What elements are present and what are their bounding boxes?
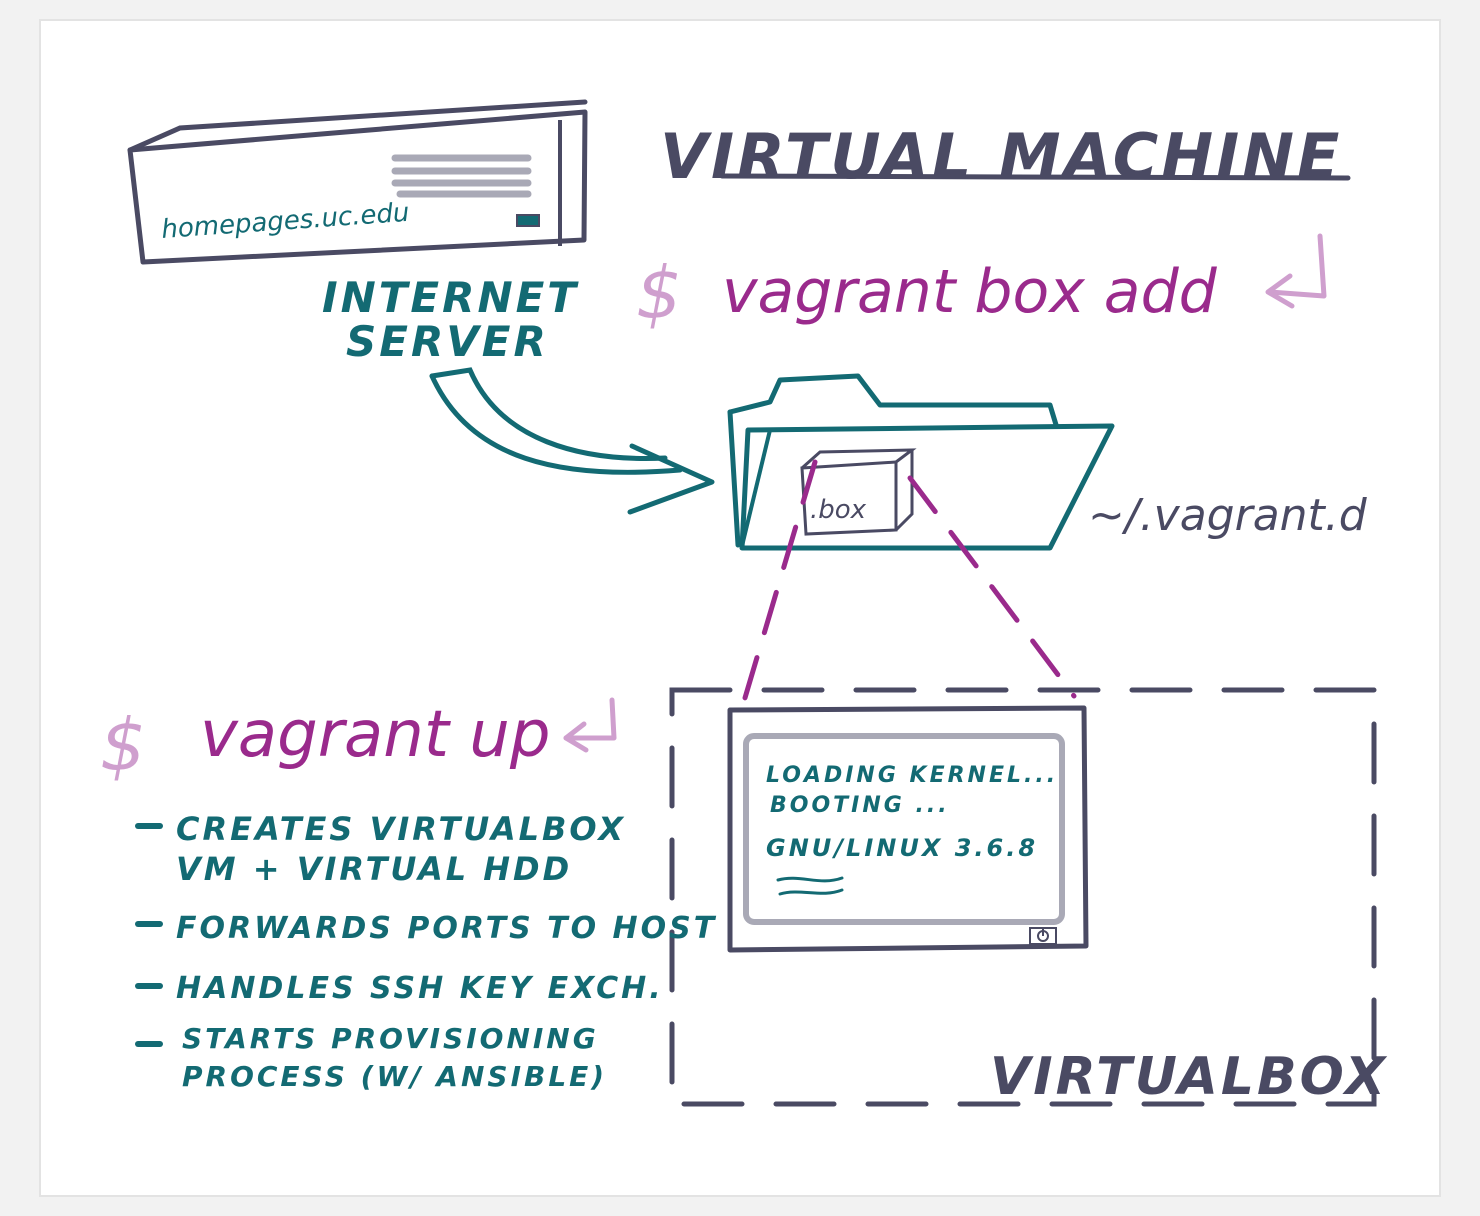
page-title: VIRTUAL MACHINE <box>660 120 1342 193</box>
vagrant-up-steps: CREATES VIRTUALBOX VM + VIRTUAL HDD FORW… <box>135 810 717 1093</box>
box-add-command: $ vagrant box add <box>636 233 1327 335</box>
download-arrow-icon <box>429 367 715 515</box>
virtualbox-frame <box>669 687 1377 1107</box>
step-1-line-2: VM + VIRTUAL HDD <box>176 850 572 888</box>
vagrant-up-command: $ vagrant up <box>100 697 617 787</box>
folder-icon <box>727 373 1115 551</box>
vm-screen <box>743 733 1065 925</box>
step-1-line-1: CREATES VIRTUALBOX <box>176 810 626 848</box>
projection-lines <box>739 459 1077 711</box>
vm-monitor: LOADING KERNEL... BOOTING ... GNU/LINUX … <box>727 705 1089 953</box>
box-file-icon: .box <box>800 448 917 536</box>
server-label-line1: INTERNET <box>322 273 579 322</box>
box-file-label: .box <box>810 495 867 525</box>
return-arrow-icon <box>1265 233 1327 309</box>
step-4-line-2: PROCESS (W/ ANSIBLE) <box>182 1060 607 1093</box>
vagrant-up-command-text: vagrant up <box>200 698 550 772</box>
vm-screen-line-1: LOADING KERNEL... <box>766 763 1058 788</box>
title-group: VIRTUAL MACHINE <box>660 120 1351 193</box>
box-add-command-text: vagrant box add <box>722 257 1218 327</box>
server-rack-icon <box>127 99 588 265</box>
virtualbox-label: VIRTUALBOX <box>990 1047 1388 1107</box>
return-arrow-icon <box>563 697 617 753</box>
title-underline <box>719 173 1351 181</box>
cursor-squiggle <box>776 876 844 883</box>
box-add-prompt: $ <box>636 251 682 335</box>
vm-screen-line-3: GNU/LINUX 3.6.8 <box>766 834 1038 862</box>
server-label-line2: SERVER <box>346 317 549 366</box>
cursor-squiggle-2 <box>778 888 844 896</box>
vm-screen-line-2: BOOTING ... <box>770 793 950 818</box>
vagrant-folder-path: ~/.vagrant.d <box>1088 490 1368 541</box>
step-4-line-1: STARTS PROVISIONING <box>182 1022 599 1055</box>
power-icon <box>1029 927 1057 945</box>
step-3: HANDLES SSH KEY EXCH. <box>176 971 664 1006</box>
vagrant-up-prompt: $ <box>100 703 146 787</box>
step-2: FORWARDS PORTS TO HOST <box>176 911 717 946</box>
